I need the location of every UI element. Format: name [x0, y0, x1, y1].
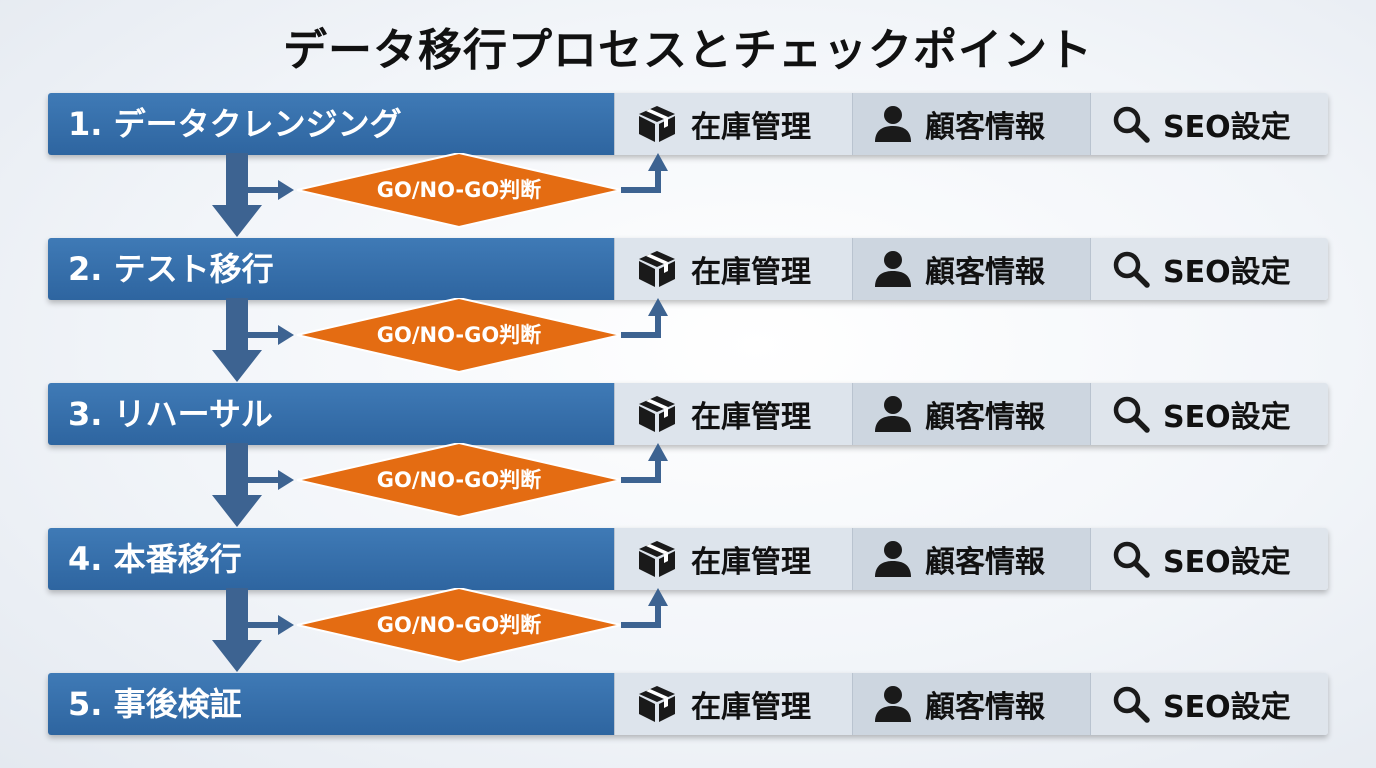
- checkpoint-label: SEO設定: [1163, 400, 1291, 435]
- step-connector: [212, 588, 668, 672]
- person-icon: [875, 106, 911, 142]
- search-icon: [1113, 541, 1150, 578]
- return-arrow-line: [621, 167, 661, 193]
- return-arrow-head: [648, 443, 668, 461]
- decision-label: GO/NO-GO判断: [376, 178, 542, 202]
- checkpoint-seo: SEO設定: [1090, 93, 1328, 155]
- arrow-to-decision-shaft: [248, 477, 280, 483]
- search-icon: [1113, 686, 1150, 723]
- decision-label: GO/NO-GO判断: [376, 613, 542, 637]
- down-arrow: [212, 443, 262, 527]
- package-icon: [639, 396, 675, 432]
- checkpoint-label: 顧客情報: [925, 690, 1045, 725]
- checkpoint-label: SEO設定: [1163, 255, 1291, 290]
- process-step-row: 2. テスト移行 在庫管理 顧客情報 SEO設定: [48, 238, 1328, 300]
- return-arrow-line: [621, 602, 661, 628]
- process-step-row: 4. 本番移行 在庫管理 顧客情報 SEO設定: [48, 528, 1328, 590]
- package-icon: [639, 686, 675, 722]
- person-icon: [875, 686, 911, 722]
- checkpoint-label: 在庫管理: [691, 110, 811, 145]
- return-arrow-head: [648, 298, 668, 316]
- checkpoint-label: SEO設定: [1163, 690, 1291, 725]
- package-icon: [639, 106, 675, 142]
- down-arrow: [212, 588, 262, 672]
- return-arrow-head: [648, 153, 668, 171]
- checkpoint-label: 在庫管理: [691, 400, 811, 435]
- checkpoint-customer: 顧客情報: [852, 673, 1090, 735]
- checkpoint-label: 在庫管理: [691, 690, 811, 725]
- person-icon: [875, 251, 911, 287]
- checkpoint-label: SEO設定: [1163, 110, 1291, 145]
- checkpoint-customer: 顧客情報: [852, 383, 1090, 445]
- return-arrow-line: [621, 312, 661, 338]
- arrow-to-decision-head: [278, 470, 294, 490]
- checkpoint-seo: SEO設定: [1090, 673, 1328, 735]
- package-icon: [639, 541, 675, 577]
- checkpoint-customer: 顧客情報: [852, 238, 1090, 300]
- checkpoint-label: SEO設定: [1163, 545, 1291, 580]
- step-label: 5. 事後検証: [48, 673, 614, 735]
- checkpoint-label: 在庫管理: [691, 545, 811, 580]
- step-label: 1. データクレンジング: [48, 93, 614, 155]
- arrow-to-decision-shaft: [248, 332, 280, 338]
- arrow-to-decision-shaft: [248, 187, 280, 193]
- arrow-to-decision-head: [278, 325, 294, 345]
- decision-label: GO/NO-GO判断: [376, 468, 542, 492]
- step-label: 3. リハーサル: [48, 383, 614, 445]
- checkpoint-label: 顧客情報: [925, 255, 1045, 290]
- checkpoint-seo: SEO設定: [1090, 383, 1328, 445]
- checkpoint-label: 顧客情報: [925, 545, 1045, 580]
- arrow-to-decision-shaft: [248, 622, 280, 628]
- step-connector: [212, 443, 668, 527]
- checkpoint-inventory: 在庫管理: [614, 93, 852, 155]
- person-icon: [875, 541, 911, 577]
- person-icon: [875, 396, 911, 432]
- search-icon: [1113, 396, 1150, 433]
- checkpoint-inventory: 在庫管理: [614, 528, 852, 590]
- package-icon: [639, 251, 675, 287]
- search-icon: [1113, 106, 1150, 143]
- step-label: 2. テスト移行: [48, 238, 614, 300]
- process-step-row: 5. 事後検証 在庫管理 顧客情報 SEO設定: [48, 673, 1328, 735]
- step-connector: [212, 298, 668, 382]
- return-arrow-line: [621, 457, 661, 483]
- step-label: 4. 本番移行: [48, 528, 614, 590]
- checkpoint-label: 在庫管理: [691, 255, 811, 290]
- checkpoint-inventory: 在庫管理: [614, 383, 852, 445]
- diagram-title: データ移行プロセスとチェックポイント: [283, 25, 1093, 76]
- down-arrow: [212, 298, 262, 382]
- process-step-row: 3. リハーサル 在庫管理 顧客情報 SEO設定: [48, 383, 1328, 445]
- decision-label: GO/NO-GO判断: [376, 323, 542, 347]
- checkpoint-customer: 顧客情報: [852, 93, 1090, 155]
- checkpoint-seo: SEO設定: [1090, 238, 1328, 300]
- return-arrow-head: [648, 588, 668, 606]
- down-arrow: [212, 153, 262, 237]
- checkpoint-label: 顧客情報: [925, 400, 1045, 435]
- step-connector: [212, 153, 668, 237]
- search-icon: [1113, 251, 1150, 288]
- checkpoint-inventory: 在庫管理: [614, 238, 852, 300]
- arrow-to-decision-head: [278, 615, 294, 635]
- checkpoint-label: 顧客情報: [925, 110, 1045, 145]
- checkpoint-inventory: 在庫管理: [614, 673, 852, 735]
- checkpoint-customer: 顧客情報: [852, 528, 1090, 590]
- arrow-to-decision-head: [278, 180, 294, 200]
- checkpoint-seo: SEO設定: [1090, 528, 1328, 590]
- process-step-row: 1. データクレンジング 在庫管理 顧客情報 SEO設定: [48, 93, 1328, 155]
